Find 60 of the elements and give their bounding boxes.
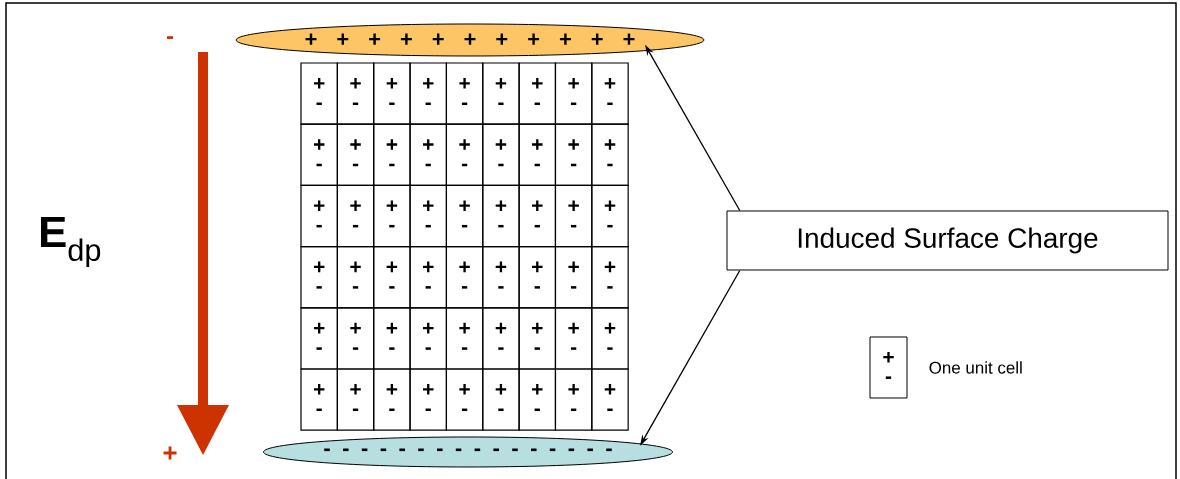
unit-cell: + - (300, 246, 338, 309)
unit-cell: + - (554, 368, 593, 431)
unit-cell: + - (300, 62, 338, 125)
unit-cell: + - (373, 62, 411, 125)
unit-cell: + - (300, 184, 338, 248)
unit-cell: + - (591, 368, 629, 431)
unit-cell: + - (591, 123, 629, 186)
unit-cell: + - (445, 184, 484, 248)
unit-cell: + - (336, 307, 375, 370)
unit-cell: + - (482, 62, 520, 125)
unit-cell: + - (591, 62, 629, 125)
unit-cell: + - (300, 307, 338, 370)
unit-cell: + - (482, 246, 520, 309)
unit-cell: + - (554, 184, 593, 248)
unit-cell: + - (409, 62, 447, 125)
unit-cell: + - (518, 184, 557, 248)
unit-cell: + - (482, 123, 520, 186)
unit-cell: + - (554, 123, 593, 186)
unit-cell: + - (445, 123, 484, 186)
unit-cell: + - (409, 307, 447, 370)
unit-cell: + - (373, 307, 411, 370)
unit-cell: + - (300, 123, 338, 186)
unit-cell: + - (445, 368, 484, 431)
unit-cell: + - (336, 184, 375, 248)
unit-cell: + - (336, 123, 375, 186)
unit-cell: + - (336, 246, 375, 309)
unit-cell: + - (336, 62, 375, 125)
unit-cell: + - (373, 246, 411, 309)
unit-cell: + - (373, 184, 411, 248)
unit-cell: + - (518, 62, 557, 125)
unit-cell: + - (409, 368, 447, 431)
unit-cell: + - (445, 307, 484, 370)
unit-cell: + - (482, 368, 520, 431)
unit-cell: + - (482, 307, 520, 370)
unit-cell: + - (409, 184, 447, 248)
unit-cell: + - (591, 184, 629, 248)
unit-cell: + - (554, 307, 593, 370)
unit-cell: + - (869, 336, 908, 399)
polarity-sign: + (163, 446, 177, 460)
unit-cell: + - (336, 368, 375, 431)
unit-cell: + - (409, 246, 447, 309)
unit-cell: + - (518, 246, 557, 309)
field-label: E$_{dp}$ (41, 216, 101, 268)
unit-cell: + - (518, 368, 557, 431)
unit-cell: + - (445, 246, 484, 309)
unit-cell: + - (591, 307, 629, 370)
label-box: Induced Surface Charge (726, 210, 1169, 271)
unit-cell: + - (554, 62, 593, 125)
unit-cell: + - (373, 123, 411, 186)
unit-cell: + - (518, 307, 557, 370)
unit-cell: + - (591, 246, 629, 309)
polarity-sign: - (166, 36, 174, 40)
unit-cell: + - (482, 184, 520, 248)
unit-cell: + - (554, 246, 593, 309)
unit-cell: + - (373, 368, 411, 431)
unit-cell: + - (409, 123, 447, 186)
unit-cell: + - (300, 368, 338, 431)
unit-cell: + - (445, 62, 484, 125)
label: One unit cell (929, 361, 1022, 374)
unit-cell: + - (518, 123, 557, 186)
